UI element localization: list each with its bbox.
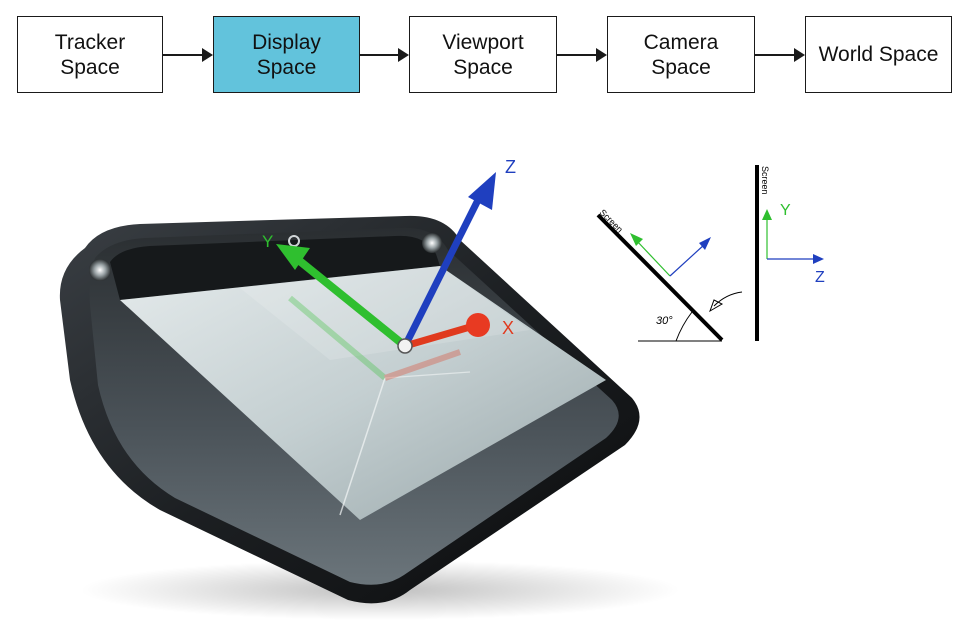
stage-camera-space: Camera Space	[607, 16, 755, 93]
z-axis-label: Z	[505, 157, 516, 177]
vertical-y-label: Y	[780, 202, 791, 219]
tilted-z-axis	[669, 243, 706, 277]
vertical-screen-label: Screen	[760, 166, 770, 195]
stage-world-space: World Space	[805, 16, 952, 93]
tilted-y-arrowhead	[630, 233, 643, 246]
stage-tracker-space: Tracker Space	[17, 16, 163, 93]
right-camera-icon	[422, 233, 442, 253]
x-axis-line	[401, 323, 474, 350]
y-axis-label: Y	[262, 232, 273, 251]
x-axis-label: X	[502, 318, 514, 338]
tilted-z-arrowhead	[699, 237, 711, 250]
device-axes: Y Z X	[262, 157, 516, 354]
y-axis-arrowhead	[276, 244, 310, 270]
z-axis-line	[401, 196, 482, 350]
x-axis-arrowhead	[466, 313, 490, 337]
y-axis-line	[292, 254, 409, 350]
stage-viewport-space: Viewport Space	[409, 16, 557, 93]
vertical-z-arrowhead	[813, 254, 824, 264]
tablet-device	[59, 215, 640, 604]
rotation-arrow	[713, 291, 743, 307]
rotation-arrowhead	[709, 299, 724, 313]
left-camera-icon	[89, 259, 111, 281]
angle-arc	[675, 311, 693, 342]
pipeline-arrow	[557, 48, 607, 62]
tilted-y-axis	[635, 239, 671, 277]
pipeline-arrow	[755, 48, 805, 62]
axis-reflection	[288, 295, 461, 381]
z-axis-arrowhead	[468, 172, 496, 210]
pipeline-arrow	[360, 48, 409, 62]
pipeline-arrow	[163, 48, 213, 62]
coordinate-pipeline: Tracker Space Display Space Viewport Spa…	[0, 0, 969, 110]
stage-label: Tracker Space	[54, 30, 126, 79]
stage-label: World Space	[818, 43, 939, 66]
vertical-y-arrowhead	[762, 209, 772, 220]
stage-label: Display Space	[252, 30, 321, 79]
tilted-screen-line	[596, 213, 724, 342]
tilt-diagram: Screen 30° Screen Y Z	[596, 165, 825, 342]
stage-label: Viewport Space	[442, 30, 524, 79]
axis-origin	[397, 338, 413, 354]
angle-label: 30°	[656, 315, 673, 327]
stage-display-space: Display Space	[213, 16, 360, 93]
stage-label: Camera Space	[643, 30, 719, 79]
vertical-z-label: Z	[815, 269, 825, 286]
brand-logo-icon	[288, 235, 300, 247]
